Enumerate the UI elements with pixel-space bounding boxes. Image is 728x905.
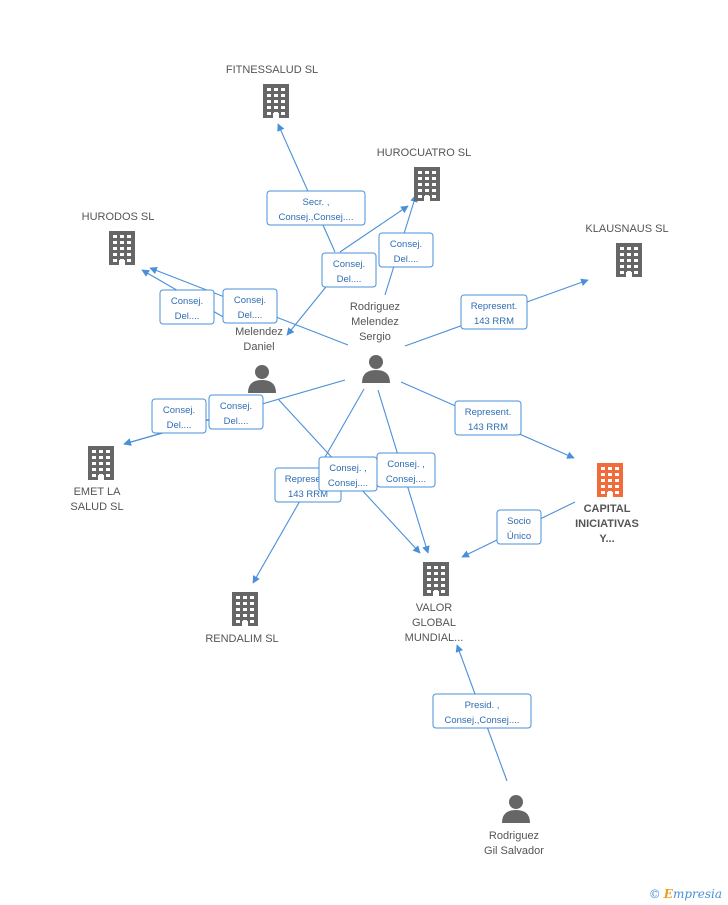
- relation-label-r8[interactable]: Consej. Del....: [208, 394, 264, 430]
- relation-label-r3[interactable]: Consej. Del....: [378, 232, 434, 268]
- node-label: GLOBAL: [412, 617, 456, 629]
- node-label: Gil Salvador: [484, 845, 544, 857]
- node-rendalim[interactable]: RENDALIM SL: [205, 592, 279, 645]
- relation-text: Represent.: [471, 301, 517, 312]
- relation-label-r11[interactable]: Consej. , Consej....: [318, 456, 378, 492]
- node-hurodos[interactable]: HURODOS SL: [82, 211, 155, 265]
- relation-text: Consej.: [333, 259, 365, 270]
- brand-name: mpresia: [672, 887, 722, 901]
- relation-edge: [339, 205, 409, 253]
- person-icon: [362, 355, 390, 383]
- relation-label-r7[interactable]: Consej. Del....: [151, 398, 207, 434]
- relation-labels-layer: Secr. ,Consej.,Consej....Consej.Del....C…: [151, 190, 542, 729]
- node-label: HUROCUATRO SL: [377, 147, 472, 159]
- relation-label-r5[interactable]: Consej. Del....: [222, 288, 278, 324]
- relation-text: 143 RRM: [474, 316, 514, 327]
- node-hurocuatro[interactable]: HUROCUATRO SL: [377, 147, 472, 201]
- building-icon: [88, 446, 114, 480]
- node-label: KLAUSNAUS SL: [585, 223, 668, 235]
- person-icon: [502, 795, 530, 823]
- relation-text: Consej.: [234, 295, 266, 306]
- relation-text: Del....: [337, 274, 362, 285]
- relation-label-r4[interactable]: Consej. Del....: [159, 289, 215, 325]
- nodes-layer: FITNESSALUD SL HUROCUATRO SL HURODOS SL KLA…: [70, 64, 668, 857]
- node-valor[interactable]: VALOR GLOBAL MUNDIAL...: [405, 562, 464, 644]
- building-icon: [616, 243, 642, 277]
- node-label: RENDALIM SL: [205, 633, 278, 645]
- node-label: Rodriguez: [350, 301, 400, 313]
- relation-text: Consej. ,: [329, 463, 367, 474]
- relation-text: Consej. ,: [387, 459, 425, 470]
- node-label: Melendez: [351, 316, 399, 328]
- relation-text: Secr. ,: [303, 197, 330, 208]
- relation-text: Consej.: [390, 239, 422, 250]
- relation-label-r9[interactable]: Represent. 143 RRM: [454, 400, 522, 436]
- relation-text: Represent.: [465, 407, 511, 418]
- node-emet[interactable]: EMET LA SALUD SL: [70, 446, 124, 513]
- node-label: VALOR: [416, 602, 453, 614]
- node-label: SALUD SL: [70, 501, 123, 513]
- node-label: EMET LA: [74, 486, 122, 498]
- building-icon: [597, 463, 623, 497]
- node-klausnaus[interactable]: KLAUSNAUS SL: [585, 223, 669, 277]
- node-capital[interactable]: CAPITAL INICIATIVAS Y...: [575, 463, 639, 545]
- relation-text: Del....: [394, 254, 419, 265]
- building-icon: [423, 562, 449, 596]
- node-label: Sergio: [359, 331, 391, 343]
- node-label: INICIATIVAS: [575, 518, 639, 530]
- person-icon: [248, 365, 276, 393]
- relation-text: Del....: [167, 420, 192, 431]
- building-icon: [263, 84, 289, 118]
- relation-text: Socio: [507, 516, 531, 527]
- relation-text: Consej.,Consej....: [445, 715, 520, 726]
- building-icon: [232, 592, 258, 626]
- copyright-icon: ©: [648, 887, 661, 901]
- relation-label-r6[interactable]: Represent. 143 RRM: [460, 294, 528, 330]
- relation-text: Consej....: [328, 478, 368, 489]
- node-fitnessalud[interactable]: FITNESSALUD SL: [226, 64, 318, 118]
- brand-initial: E: [663, 887, 673, 901]
- node-label: Rodriguez: [489, 830, 539, 842]
- relation-text: Presid. ,: [465, 700, 500, 711]
- relation-label-r14[interactable]: Presid. , Consej.,Consej....: [432, 693, 532, 729]
- relation-text: 143 RRM: [288, 489, 328, 500]
- node-label: Melendez: [235, 326, 283, 338]
- relation-edge: [277, 123, 336, 253]
- relation-text: Del....: [175, 311, 200, 322]
- building-icon: [109, 231, 135, 265]
- node-label: Daniel: [243, 341, 274, 353]
- empresia-watermark: ©Empresia: [649, 887, 722, 901]
- relation-label-r2[interactable]: Consej. Del....: [321, 252, 377, 288]
- node-label: HURODOS SL: [82, 211, 155, 223]
- relation-text: Consej.,Consej....: [279, 212, 354, 223]
- node-label: Y...: [599, 533, 614, 545]
- relation-label-r12[interactable]: Consej. , Consej....: [376, 452, 436, 488]
- relation-text: 143 RRM: [468, 422, 508, 433]
- node-label: FITNESSALUD SL: [226, 64, 318, 76]
- node-label: CAPITAL: [584, 503, 631, 515]
- building-icon: [414, 167, 440, 201]
- relation-text: Único: [507, 531, 531, 542]
- relation-text: Consej.: [171, 296, 203, 307]
- relation-text: Del....: [238, 310, 263, 321]
- relation-text: Consej.: [163, 405, 195, 416]
- relation-label-r1[interactable]: Secr. , Consej.,Consej....: [266, 190, 366, 226]
- relation-text: Consej....: [386, 474, 426, 485]
- relation-text: Del....: [224, 416, 249, 427]
- relation-text: Represent.: [285, 474, 331, 485]
- node-label: MUNDIAL...: [405, 632, 464, 644]
- relation-text: Consej.: [220, 401, 252, 412]
